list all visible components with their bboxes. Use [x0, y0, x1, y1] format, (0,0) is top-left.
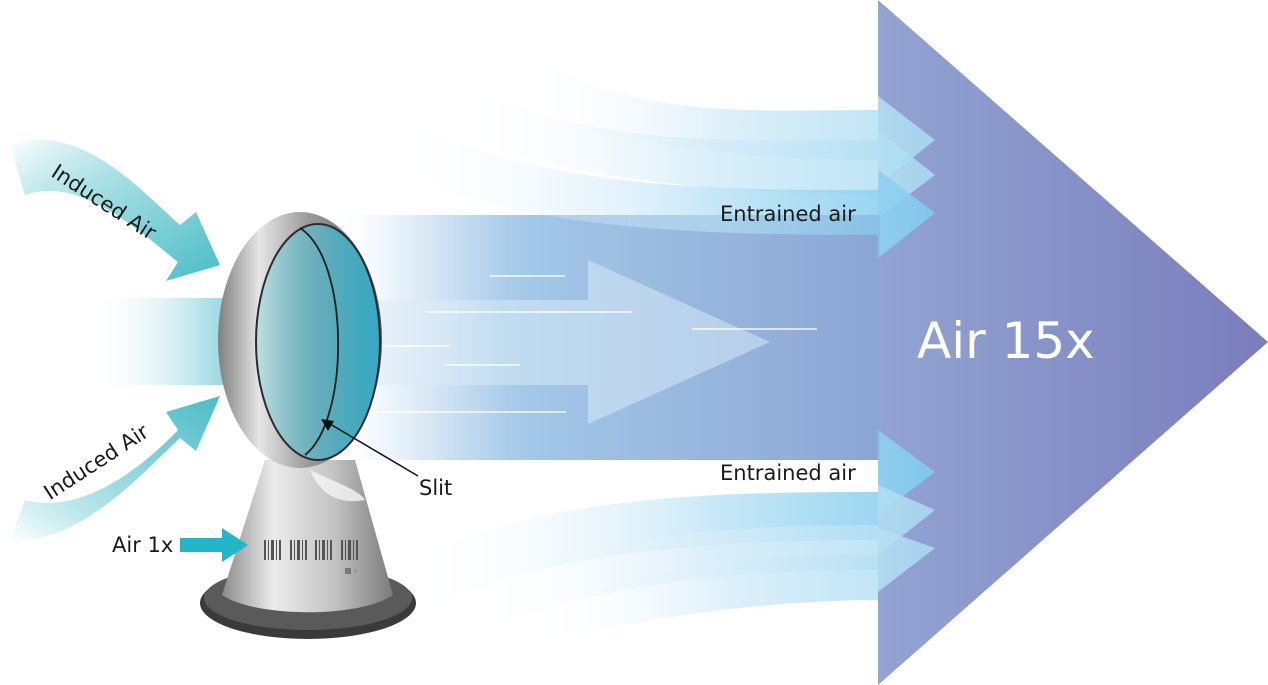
output-air-label: Air 15x: [917, 312, 1095, 370]
induced-air-arrow-bottom: [10, 396, 220, 541]
barcode-icon: [264, 540, 358, 560]
fan-ring-inner: [256, 224, 380, 460]
entrained-air-label-bottom: Entrained air: [720, 461, 856, 485]
slit-pointer-head: [321, 419, 334, 431]
induced-air-arrow-top: [10, 139, 220, 281]
fan-pedestal: [222, 460, 393, 613]
input-air-arrow: [180, 528, 248, 562]
core-air-band: [300, 215, 880, 460]
slit-pointer-line: [324, 420, 419, 477]
power-switch-icon: [345, 568, 357, 574]
input-air-label: Air 1x: [112, 533, 173, 557]
fan-slit: [299, 227, 340, 456]
entrained-air-label-top: Entrained air: [720, 202, 856, 226]
rear-inflow: [90, 298, 230, 385]
entrained-streams-bottom: [410, 430, 935, 640]
slit-label: Slit: [419, 476, 452, 500]
